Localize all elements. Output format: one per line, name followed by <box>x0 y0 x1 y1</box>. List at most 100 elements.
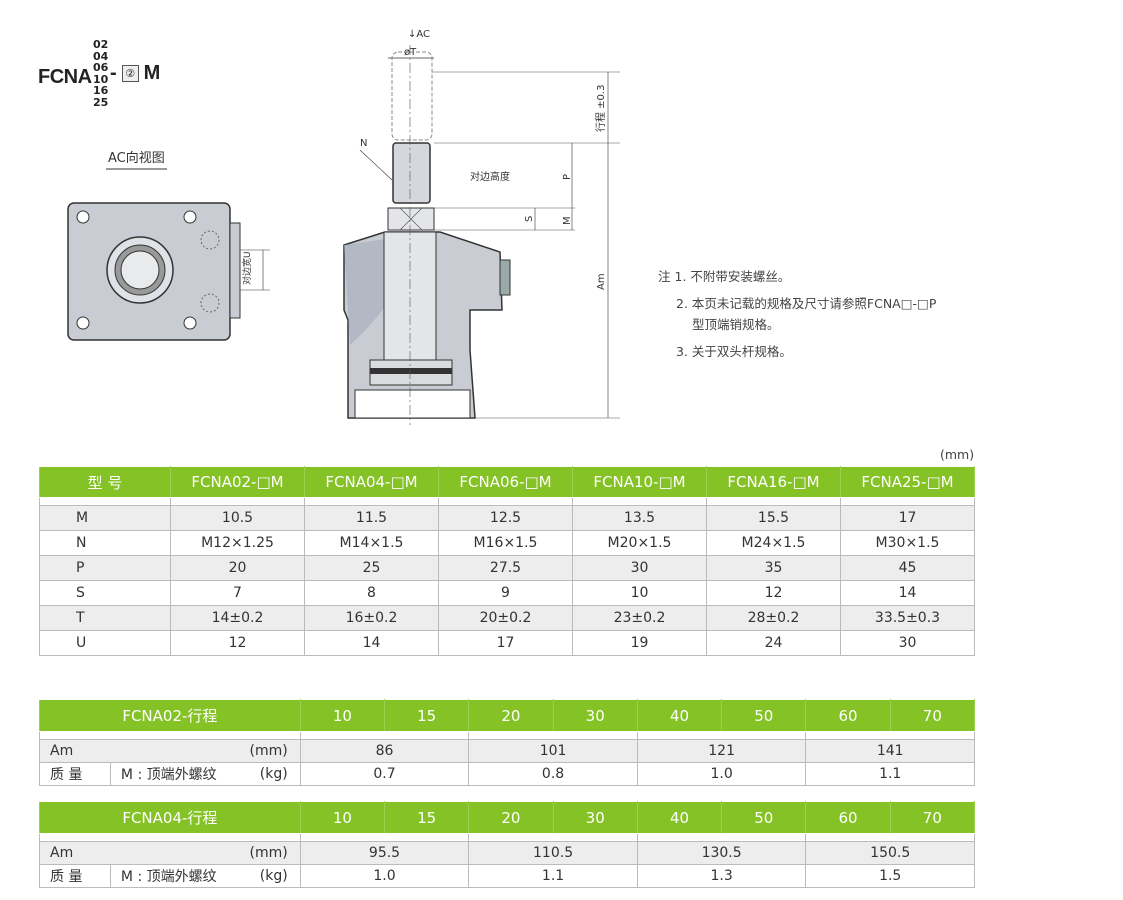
width-across-flats-label: 对边宽U <box>241 251 253 285</box>
cell: 10 <box>572 580 707 606</box>
mass-value: 1.3 <box>636 864 807 888</box>
cell: 7 <box>170 580 305 606</box>
spec-header-cell: FCNA25-□M <box>840 466 975 498</box>
mass-value: 1.0 <box>299 864 470 888</box>
suffix-m: M <box>143 62 161 84</box>
mass-sub-label: M : 顶端外螺纹 <box>109 762 241 786</box>
cell: 30 <box>840 630 975 656</box>
port-plug <box>499 259 511 296</box>
stroke-value: 60 <box>805 699 891 732</box>
flat-height-label: 对边高度 <box>470 170 510 183</box>
cell: 20±0.2 <box>438 605 573 631</box>
note-item: 1. 不附带安装螺丝。 <box>674 269 791 284</box>
cell: 30 <box>572 555 707 581</box>
mass-unit: (kg) <box>240 762 301 786</box>
note-item: 3. 关于双头杆规格。 <box>676 344 792 359</box>
am-value: 121 <box>636 739 807 763</box>
stroke-value: 40 <box>636 699 723 732</box>
bottom-cavity <box>354 389 471 419</box>
stroke-value: 15 <box>383 699 470 732</box>
am-value: 150.5 <box>805 841 975 865</box>
s-label: S <box>524 216 535 222</box>
stroke-value: 20 <box>468 699 554 732</box>
ac-arrow-label: ↓AC <box>408 29 430 40</box>
cell: 12.5 <box>438 505 573 531</box>
model-prefix: FCNA <box>38 66 92 88</box>
ac-view-drawing: 对边宽U <box>67 202 270 341</box>
stroke-value: 50 <box>721 699 807 732</box>
mass-label: 质 量 <box>39 864 111 888</box>
threaded-rod <box>392 142 431 204</box>
p-label: P <box>562 174 573 180</box>
stroke-value: 30 <box>552 801 638 834</box>
section-drawing: ↓AC øT N 对边高度 P S M Am 行程 ±0.3 <box>343 29 620 425</box>
cell: 14±0.2 <box>170 605 305 631</box>
row-label: P <box>39 555 171 581</box>
spec-header-cell: FCNA06-□M <box>438 466 573 498</box>
notes-prefix: 注 <box>658 269 671 284</box>
size-option: 06 <box>93 61 109 74</box>
size-option: 02 <box>93 38 109 51</box>
mass-value: 1.1 <box>468 864 638 888</box>
cell: 35 <box>706 555 841 581</box>
spec-header-cell: FCNA02-□M <box>170 466 305 498</box>
cell: 25 <box>304 555 439 581</box>
stroke-value: 50 <box>721 801 807 834</box>
am-value: 101 <box>468 739 638 763</box>
spec-header-cell: FCNA16-□M <box>706 466 841 498</box>
stroke-label: 行程 ±0.3 <box>594 85 607 132</box>
rod-inner <box>120 250 160 290</box>
cell: 13.5 <box>572 505 707 531</box>
stroke-option-box: ② <box>121 65 139 82</box>
mass-sub-label: M : 顶端外螺纹 <box>109 864 241 888</box>
am-value: 110.5 <box>468 841 638 865</box>
cell: 45 <box>840 555 975 581</box>
cell: 27.5 <box>438 555 573 581</box>
cell: 11.5 <box>304 505 439 531</box>
cell: M16×1.5 <box>438 530 573 556</box>
cell: 28±0.2 <box>706 605 841 631</box>
seal <box>370 368 452 374</box>
am-value: 130.5 <box>636 841 807 865</box>
bolt-holes <box>76 210 197 330</box>
am-value: 86 <box>299 739 470 763</box>
stroke-value: 70 <box>889 699 976 732</box>
mass-value: 1.0 <box>636 762 807 786</box>
stroke-value: 15 <box>383 801 470 834</box>
size-option: 04 <box>93 49 109 63</box>
cell: 15.5 <box>706 505 841 531</box>
am-label: Am <box>39 739 241 763</box>
model-size-list: 02 04 06 10 16 25 <box>93 39 108 108</box>
notes: 注 1. 不附带安装螺丝。 2. 本页未记载的规格及尺寸请参照FCNA□-□P … <box>658 263 936 365</box>
port-block <box>229 222 241 319</box>
mass-unit: (kg) <box>240 864 301 888</box>
am-label: Am <box>39 841 241 865</box>
row-label: T <box>39 605 171 631</box>
spec-header-cell: FCNA10-□M <box>572 466 707 498</box>
stroke-value: 20 <box>468 801 554 834</box>
note-item: 2. 本页未记载的规格及尺寸请参照FCNA□-□P <box>676 296 937 311</box>
row-label: S <box>39 580 171 606</box>
row-label: U <box>39 630 171 656</box>
row-label: M <box>39 505 171 531</box>
size-option: 16 <box>93 84 109 97</box>
ac-view-label: AC向视图 <box>106 147 167 170</box>
n-label: N <box>360 138 367 149</box>
stroke-phantom <box>391 51 433 141</box>
cell: M24×1.5 <box>706 530 841 556</box>
am-value: 141 <box>805 739 975 763</box>
cell: 12 <box>706 580 841 606</box>
am-label: Am <box>596 273 607 290</box>
stroke-value: 40 <box>636 801 723 834</box>
